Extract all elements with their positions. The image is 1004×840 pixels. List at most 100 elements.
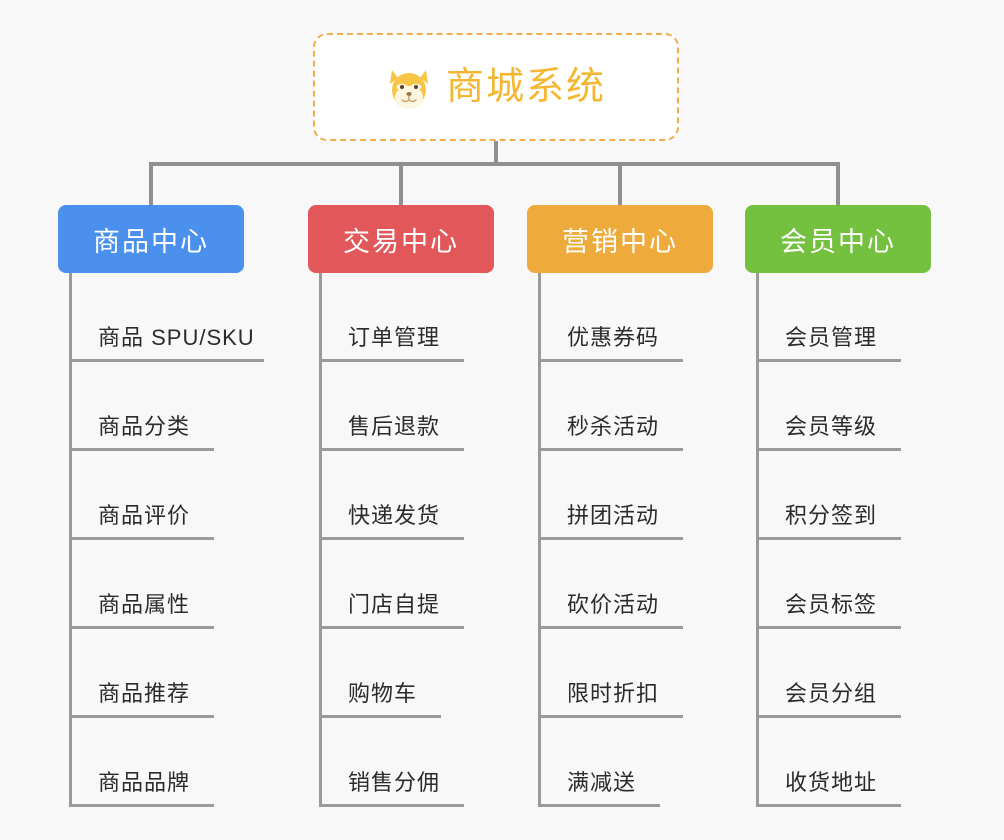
branch-header-label: 商品中心 (93, 226, 209, 257)
branch-item[interactable]: 会员标签 (745, 540, 931, 629)
branch-item[interactable]: 销售分佣 (308, 718, 494, 807)
branch-item-label: 秒杀活动 (567, 414, 660, 439)
branch-item[interactable]: 商品品牌 (58, 718, 244, 807)
branch-trunk-line (69, 273, 72, 807)
connector-drop-1 (149, 162, 153, 207)
branch-item-label: 快递发货 (348, 503, 441, 528)
branch-product-center: 商品中心商品 SPU/SKU 商品分类商品评价商品属性商品推荐商品品牌 (58, 205, 264, 807)
branch-item-label: 满减送 (567, 770, 637, 795)
branch-item-label: 门店自提 (348, 592, 441, 617)
branch-header-member-center[interactable]: 会员中心 (745, 205, 931, 273)
branch-item[interactable]: 收货地址 (745, 718, 931, 807)
branch-item-label: 会员标签 (785, 592, 878, 617)
branch-item-label: 订单管理 (348, 325, 441, 350)
branch-item-rule (538, 359, 683, 362)
branch-item-label: 收货地址 (785, 770, 878, 795)
branch-item-label: 会员分组 (785, 681, 878, 706)
branch-item[interactable]: 会员等级 (745, 362, 931, 451)
branch-item-label: 商品分类 (98, 414, 191, 439)
branch-item-rule (319, 715, 441, 718)
branch-trunk-line (756, 273, 759, 807)
branch-header-product-center[interactable]: 商品中心 (58, 205, 244, 273)
branch-item-rule (756, 448, 901, 451)
branch-trunk-line (538, 273, 541, 807)
connector-drop-3 (618, 162, 622, 207)
branch-header-trade-center[interactable]: 交易中心 (308, 205, 494, 273)
branch-item-label: 拼团活动 (567, 503, 660, 528)
branch-item-label: 售后退款 (348, 414, 441, 439)
branch-item-rule (756, 715, 901, 718)
branch-item-label: 商品 SPU/SKU (98, 325, 255, 350)
branch-header-label: 营销中心 (562, 226, 678, 257)
branch-item-rule (69, 537, 214, 540)
branch-trunk-line (319, 273, 322, 807)
branch-item[interactable]: 购物车 (308, 629, 494, 718)
branch-item[interactable]: 优惠券码 (527, 273, 713, 362)
branch-item-label: 商品品牌 (98, 770, 191, 795)
branch-item-rule (319, 537, 464, 540)
branch-item-rule (319, 448, 464, 451)
branch-item[interactable]: 商品属性 (58, 540, 244, 629)
branch-item-rule (538, 715, 683, 718)
branch-header-marketing-center[interactable]: 营销中心 (527, 205, 713, 273)
shiba-dog-face-icon (386, 64, 432, 110)
branch-item-rule (69, 448, 214, 451)
branch-item-rule (756, 537, 901, 540)
branch-item-label: 商品推荐 (98, 681, 191, 706)
connector-drop-4 (836, 162, 840, 207)
branch-item[interactable]: 拼团活动 (527, 451, 713, 540)
branch-item-rule (538, 448, 683, 451)
branch-item[interactable]: 满减送 (527, 718, 713, 807)
branch-item[interactable]: 会员分组 (745, 629, 931, 718)
branch-item[interactable]: 门店自提 (308, 540, 494, 629)
branch-items-product-center: 商品 SPU/SKU 商品分类商品评价商品属性商品推荐商品品牌 (58, 273, 264, 807)
branch-header-label: 交易中心 (343, 226, 459, 257)
branch-item[interactable]: 积分签到 (745, 451, 931, 540)
branch-item[interactable]: 限时折扣 (527, 629, 713, 718)
connector-horizontal-bus (149, 162, 840, 166)
branch-item-rule (756, 626, 901, 629)
branch-item[interactable]: 商品分类 (58, 362, 244, 451)
branch-item-label: 购物车 (348, 681, 418, 706)
branch-item-label: 会员等级 (785, 414, 878, 439)
branch-item-label: 商品评价 (98, 503, 191, 528)
branch-item-rule (319, 804, 464, 807)
branch-items-marketing-center: 优惠券码秒杀活动拼团活动砍价活动限时折扣满减送 (527, 273, 713, 807)
branch-trade-center: 交易中心订单管理售后退款快递发货门店自提购物车销售分佣 (308, 205, 494, 807)
branch-item-label: 销售分佣 (348, 770, 441, 795)
branch-item-label: 优惠券码 (567, 325, 660, 350)
branch-item-rule (69, 626, 214, 629)
root-title: 商城系统 (445, 66, 606, 108)
branch-item[interactable]: 商品 SPU/SKU (58, 273, 264, 362)
branch-item-rule (69, 804, 214, 807)
branch-item[interactable]: 快递发货 (308, 451, 494, 540)
root-node[interactable]: 商城系统 (313, 33, 679, 141)
branch-item[interactable]: 商品评价 (58, 451, 244, 540)
branch-item-label: 砍价活动 (567, 592, 660, 617)
branch-member-center: 会员中心会员管理会员等级积分签到会员标签会员分组收货地址 (745, 205, 931, 807)
branch-item-rule (756, 804, 901, 807)
branch-items-trade-center: 订单管理售后退款快递发货门店自提购物车销售分佣 (308, 273, 494, 807)
branch-marketing-center: 营销中心优惠券码秒杀活动拼团活动砍价活动限时折扣满减送 (527, 205, 713, 807)
branch-item-label: 商品属性 (98, 592, 191, 617)
branch-item[interactable]: 商品推荐 (58, 629, 244, 718)
branch-item-rule (538, 626, 683, 629)
branch-item-rule (538, 537, 683, 540)
branch-item[interactable]: 售后退款 (308, 362, 494, 451)
connector-root-stem (494, 141, 498, 165)
branch-item[interactable]: 会员管理 (745, 273, 931, 362)
branch-item-label: 会员管理 (785, 325, 878, 350)
branch-item[interactable]: 秒杀活动 (527, 362, 713, 451)
branch-item[interactable]: 订单管理 (308, 273, 494, 362)
branch-item-rule (319, 626, 464, 629)
branch-header-label: 会员中心 (780, 226, 896, 257)
branch-item[interactable]: 砍价活动 (527, 540, 713, 629)
branch-item-rule (319, 359, 464, 362)
branch-item-rule (756, 359, 901, 362)
branch-item-rule (69, 359, 264, 362)
branch-item-rule (538, 804, 660, 807)
branch-items-member-center: 会员管理会员等级积分签到会员标签会员分组收货地址 (745, 273, 931, 807)
branch-item-label: 限时折扣 (567, 681, 660, 706)
branch-item-rule (69, 715, 214, 718)
